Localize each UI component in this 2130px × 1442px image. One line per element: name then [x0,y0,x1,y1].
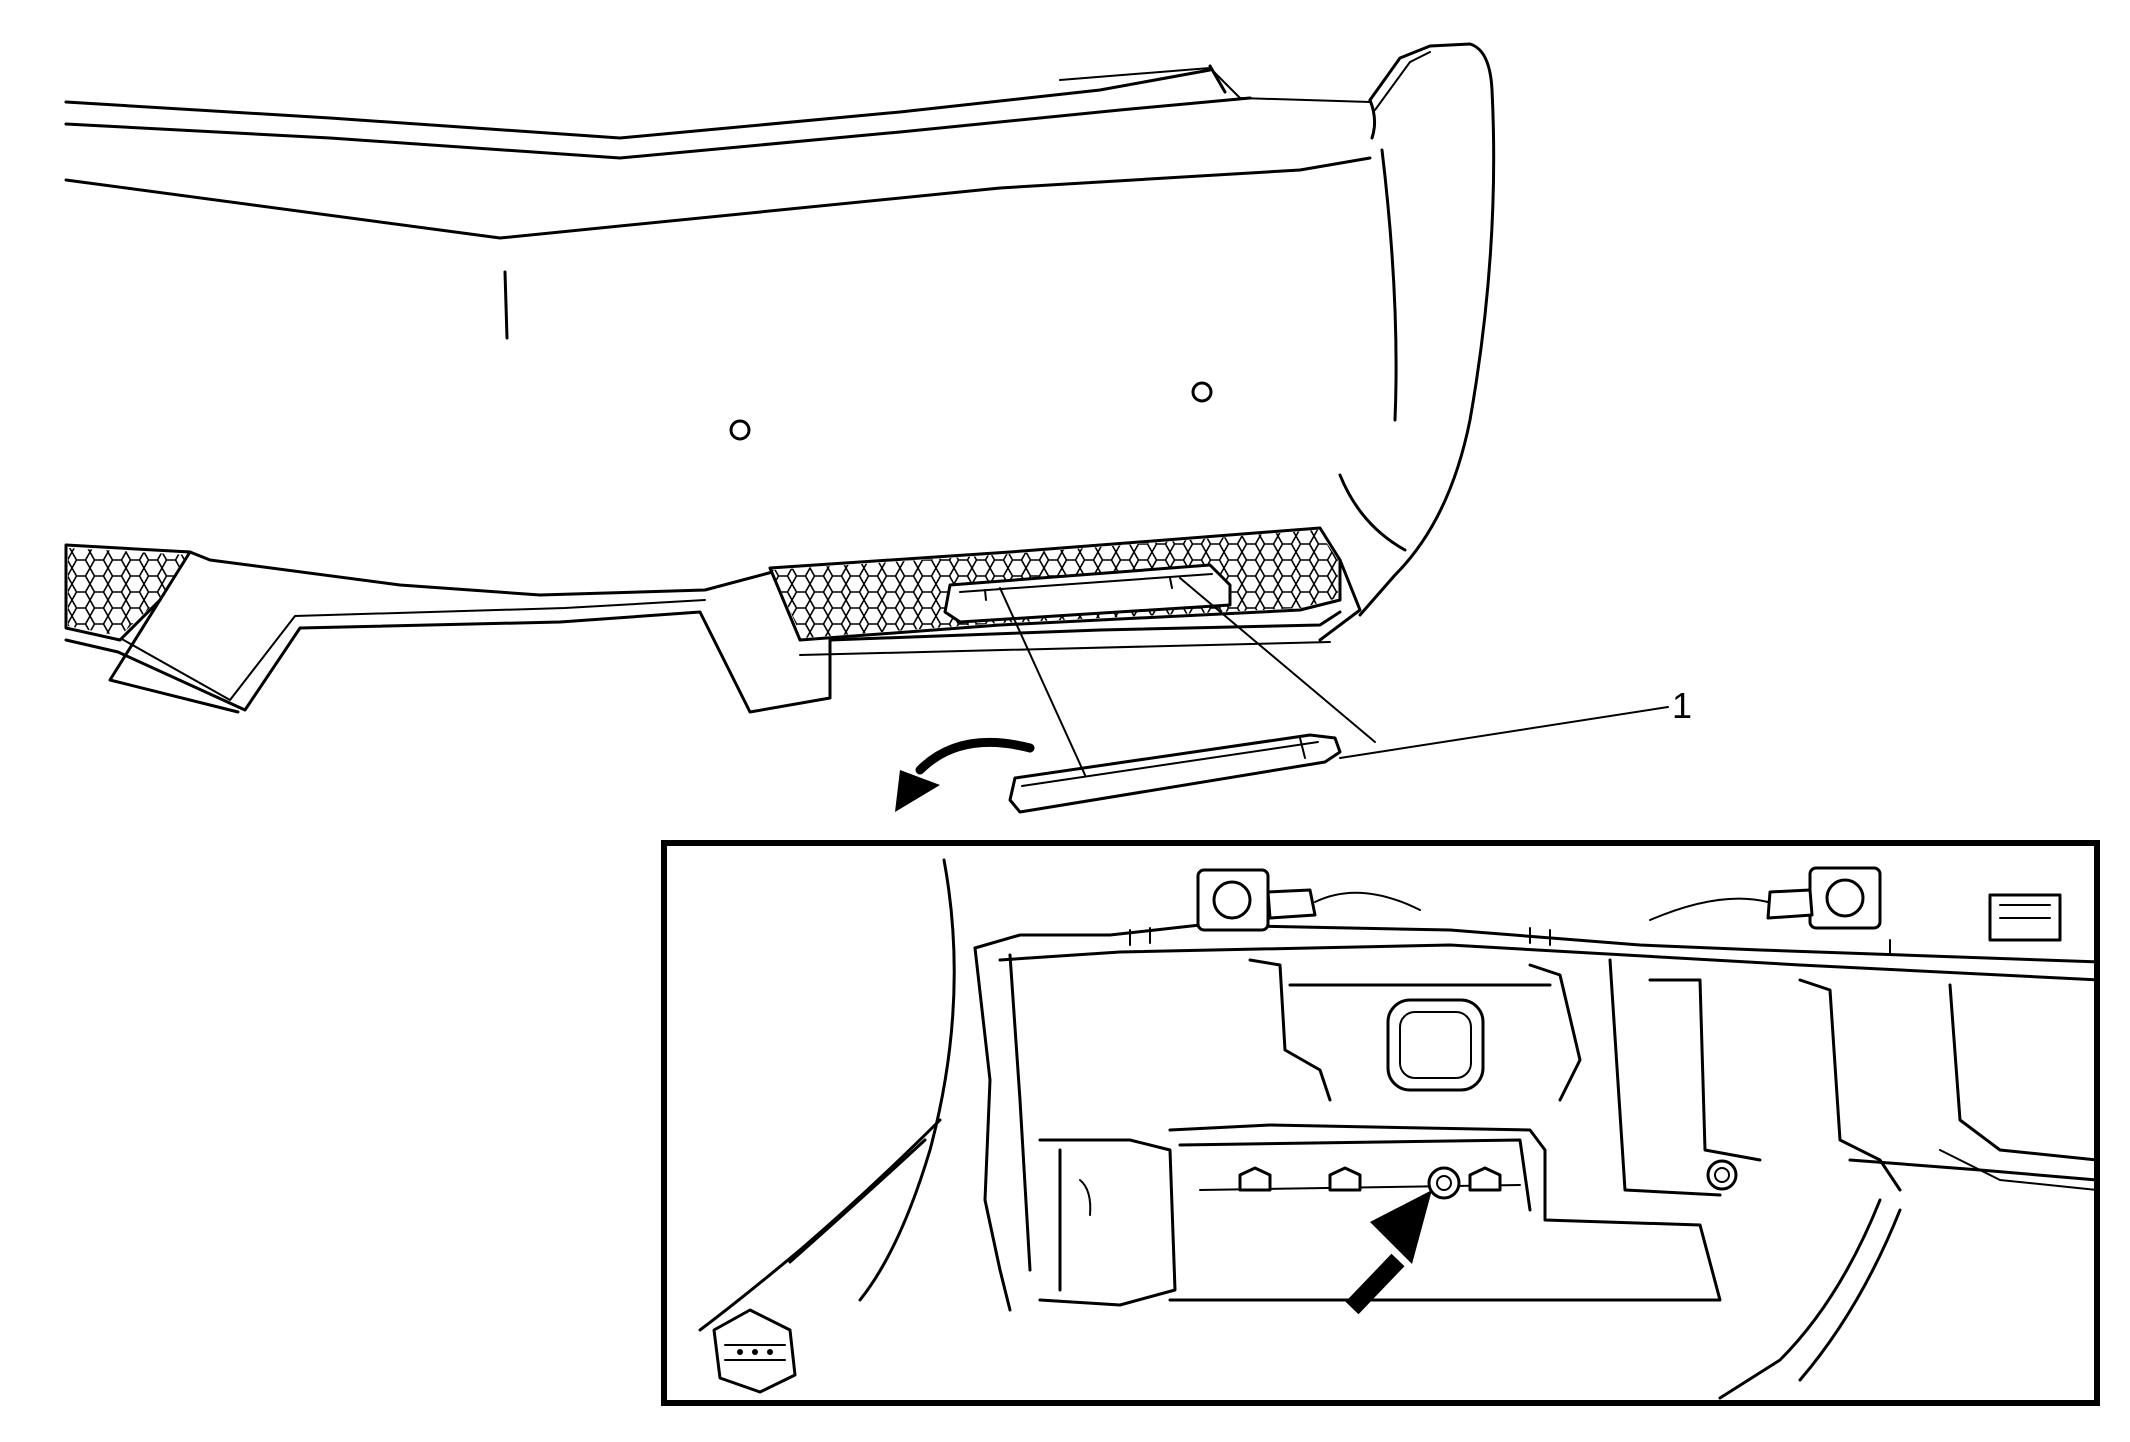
parking-sensor-icon [1649,866,1882,930]
bumper-fascia [64,42,1496,714]
callout-1-label: 1 [1672,685,1692,726]
callout-1: 1 [1339,685,1692,759]
removed-trim-strip [1008,733,1342,814]
alignment-leader-lines [999,577,1376,776]
wiring-connector-icon [712,1308,797,1394]
detail-inset [661,840,2100,1406]
pointer-arrow-icon [1345,1190,1432,1315]
parking-sensor-icon [1196,868,1421,932]
curved-arrow-icon [895,737,1035,812]
connector-block-icon [1988,893,2062,942]
